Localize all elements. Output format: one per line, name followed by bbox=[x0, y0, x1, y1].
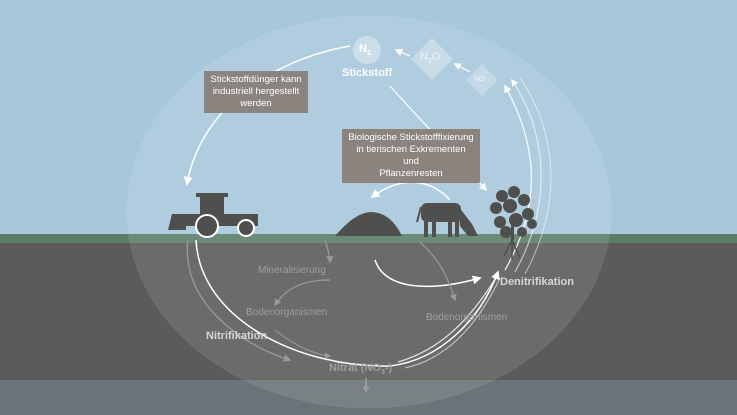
soil-organisms-left-label: Bodenorganismen bbox=[246, 307, 327, 318]
n2o-label: N2O bbox=[420, 51, 440, 65]
soil-organisms-right-label: Bodenorganismen bbox=[426, 312, 507, 323]
fertilizer-info-box: Stickstoffdünger kann industriell herges… bbox=[204, 71, 308, 113]
fixation-info-box: Biologische Stickstofffixierung in tieri… bbox=[342, 129, 480, 183]
nitrate-label: Nitrat (NO3-) bbox=[329, 362, 392, 376]
nitrogen-label: Stickstoff bbox=[342, 67, 392, 79]
n2-label: N2 bbox=[359, 43, 371, 57]
denitrification-label: Denitrifikation bbox=[500, 276, 574, 288]
nitrification-label: Nitrifikation bbox=[206, 330, 267, 342]
no-label: NO bbox=[474, 76, 485, 83]
mineralization-label: Mineralisierung bbox=[258, 265, 326, 276]
